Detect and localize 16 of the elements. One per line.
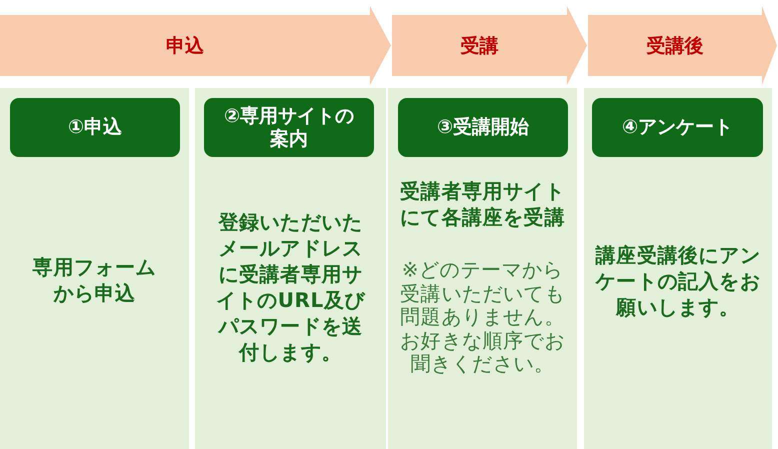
description-text: 受講者専用サイトにて各講座を受講 bbox=[399, 178, 566, 230]
description-text: 専用フォームから申込 bbox=[32, 254, 158, 306]
column-panel bbox=[195, 88, 386, 449]
step-header: ②専用サイトの案内 bbox=[204, 98, 374, 157]
phase-label: 受講後 bbox=[646, 34, 704, 58]
step-header: ①申込 bbox=[10, 98, 180, 157]
phase-label: 受講 bbox=[460, 34, 498, 58]
column-panel bbox=[0, 88, 189, 449]
phase-label: 申込 bbox=[166, 34, 204, 58]
step-header: ③受講開始 bbox=[398, 98, 568, 157]
note-text: ※どのテーマから受講いただいても問題ありません。お好きな順序でお聞きください。 bbox=[399, 258, 566, 376]
step-header: ④アンケート bbox=[592, 98, 763, 157]
column-panel bbox=[584, 88, 772, 449]
column-panel bbox=[388, 88, 577, 449]
description-text: 登録いただいたメールアドレスに受講者専用サイトのURL及びパスワードを送付します。 bbox=[216, 209, 366, 365]
description-text: 講座受講後にアンケートの記入をお願いします。 bbox=[594, 242, 762, 320]
